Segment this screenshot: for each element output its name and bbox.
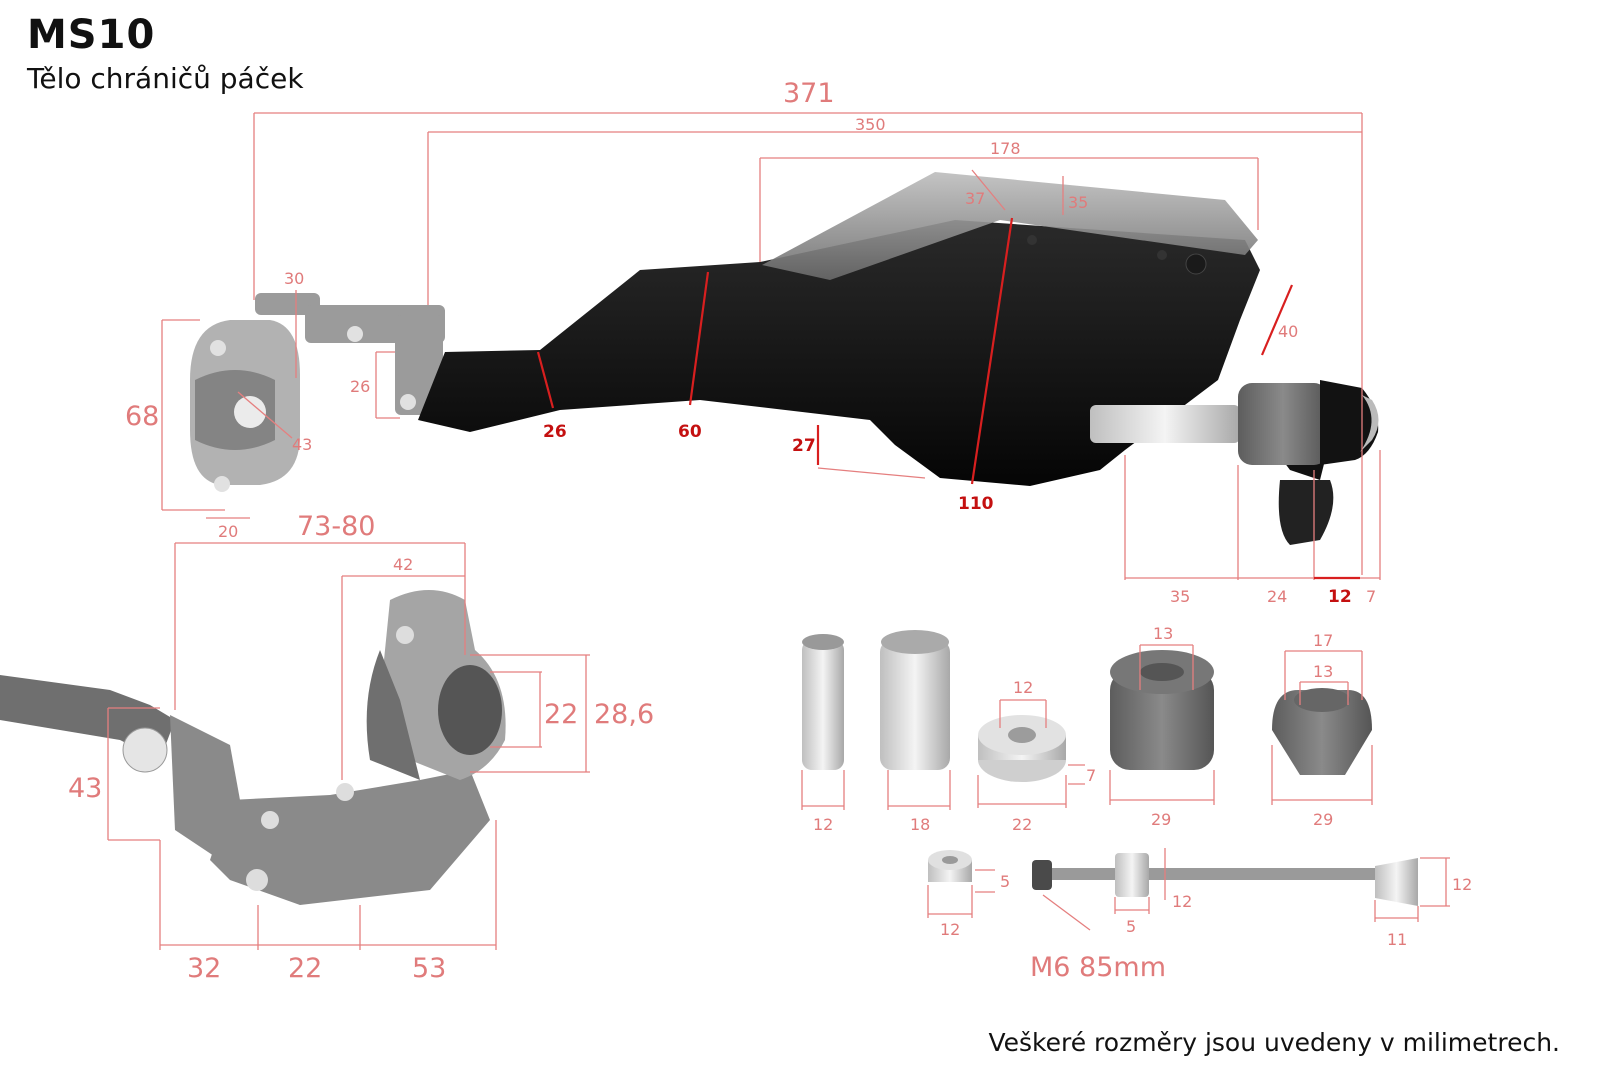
dim-30: 30 [284,269,304,288]
dim-part2-18: 18 [910,815,930,834]
dim-68: 68 [125,401,159,432]
dim-371: 371 [783,78,835,109]
dim-35-end: 35 [1170,587,1190,606]
dim-12-end: 12 [1328,587,1352,607]
dim-22-mount: 22 [544,699,578,730]
dim-26-clamp: 26 [350,377,370,396]
handguard-dimensions [161,112,1381,580]
dim-part4-29: 29 [1151,810,1171,829]
dim-bolt-12b: 12 [1452,875,1472,894]
dim-28-6: 28,6 [594,699,654,730]
dim-part3-12: 12 [1013,678,1033,697]
handguard-assembly [190,172,1379,545]
dim-178: 178 [990,139,1021,158]
product-code: MS10 [27,12,156,58]
bar-clamp [190,293,445,492]
bar-end-assembly [1090,380,1379,545]
part-small-washer [927,850,995,918]
dim-22-bottom: 22 [288,953,322,984]
dim-bolt-5: 5 [1126,917,1136,936]
dim-washer-5: 5 [1000,872,1010,891]
dim-bolt-11: 11 [1387,930,1407,949]
dim-bolt-12a: 12 [1172,892,1192,911]
dim-73-80: 73-80 [297,511,375,542]
dim-35-top: 35 [1068,193,1088,212]
dim-part3-7: 7 [1086,766,1096,785]
dim-part3-22: 22 [1012,815,1032,834]
mount-clamp [0,590,506,905]
dim-26-neck: 26 [543,422,567,442]
dim-7: 7 [1366,587,1376,606]
dim-part1-12: 12 [813,815,833,834]
dim-40: 40 [1278,322,1298,341]
part-split-sleeve [880,630,951,810]
dim-37: 37 [965,189,985,208]
dim-43-clamp: 43 [292,435,312,454]
dim-110: 110 [958,494,994,514]
shield-body [418,220,1260,486]
dim-350: 350 [855,115,886,134]
dim-part5-17: 17 [1313,631,1333,650]
mount-dimensions [107,542,590,950]
dim-42: 42 [393,555,413,574]
units-footnote: Veškeré rozměry jsou uvedeny v milimetre… [988,1028,1560,1057]
product-subtitle: Tělo chráničů páček [27,62,304,95]
dim-24: 24 [1267,587,1287,606]
dim-washer-12: 12 [940,920,960,939]
shield-clear-insert [762,172,1258,280]
dim-20: 20 [218,522,238,541]
dim-part5-29: 29 [1313,810,1333,829]
part-cone-cap [1271,650,1373,805]
part-knurled-sleeve [801,634,845,810]
dim-53: 53 [412,953,446,984]
dim-32: 32 [187,953,221,984]
part-spacer-ring [977,699,1085,808]
dim-part4-13: 13 [1153,624,1173,643]
part-m6-bolt [1032,848,1450,931]
dim-27: 27 [792,436,816,456]
dim-part5-13: 13 [1313,662,1333,681]
bolt-spec: M6 85mm [1030,952,1166,983]
dim-60: 60 [678,422,702,442]
dim-43-mount: 43 [68,773,102,804]
part-dark-end-weight [1109,644,1215,805]
